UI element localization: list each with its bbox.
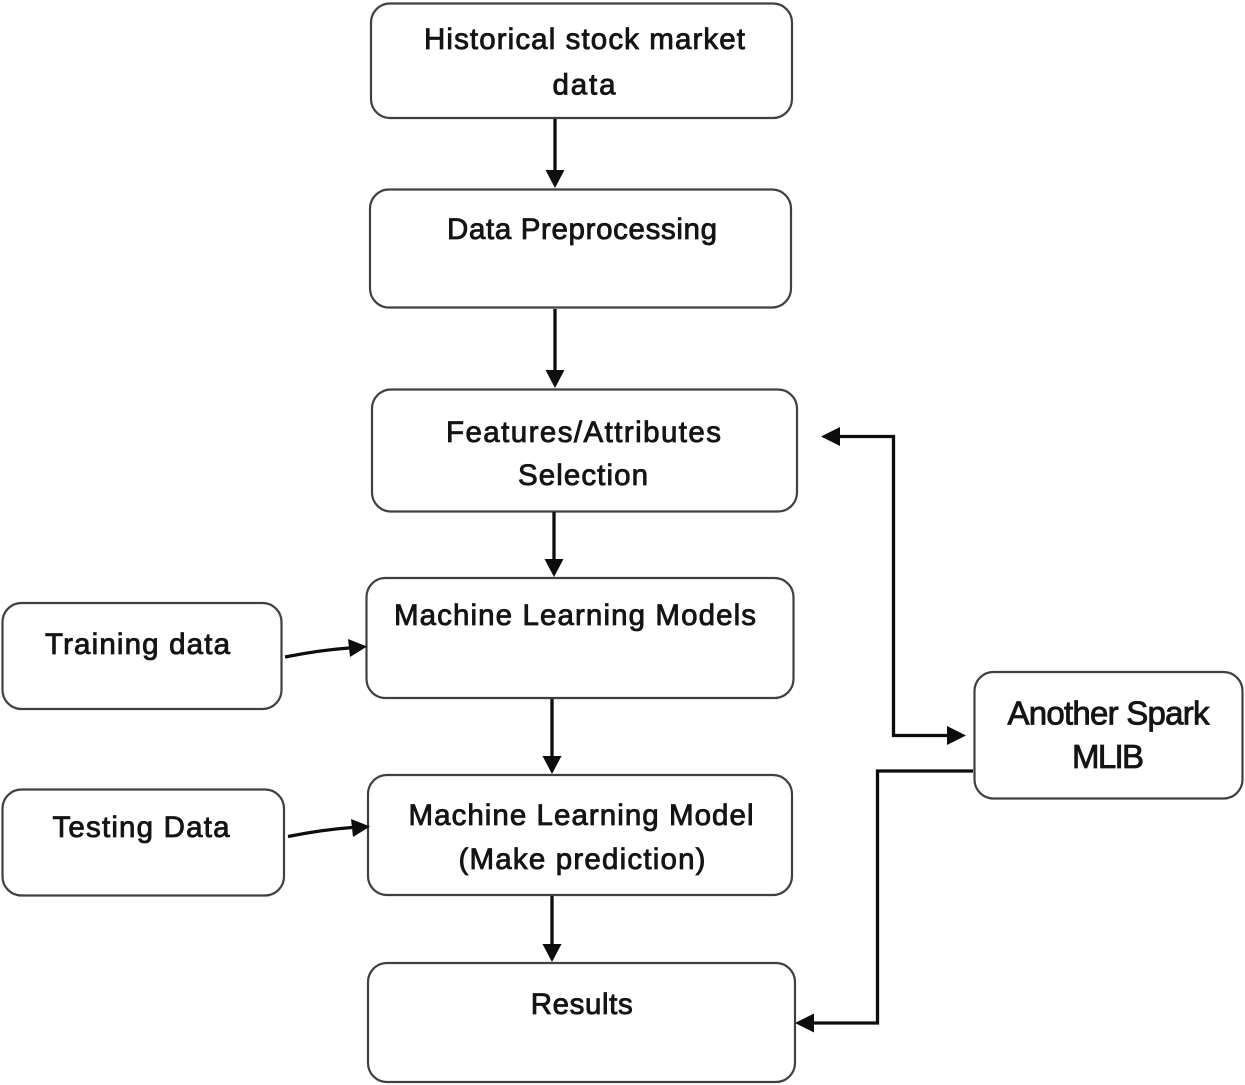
svg-text:Results: Results [531,988,633,1021]
svg-text:Data Preprocessing: Data Preprocessing [447,213,717,246]
svg-text:Testing Data: Testing Data [53,811,231,844]
svg-text:Training data: Training data [45,628,231,661]
svg-text:Selection: Selection [518,459,648,492]
svg-text:Machine Learning Models: Machine Learning Models [394,599,756,632]
svg-text:MLIB: MLIB [1072,738,1144,775]
svg-text:Historical stock market: Historical stock market [424,23,745,56]
svg-text:Machine Learning Model: Machine Learning Model [409,799,754,832]
svg-text:data: data [553,69,617,102]
svg-text:(Make prediction): (Make prediction) [459,843,706,876]
svg-text:Features/Attributes: Features/Attributes [446,416,721,449]
svg-text:Another Spark: Another Spark [1008,695,1211,732]
